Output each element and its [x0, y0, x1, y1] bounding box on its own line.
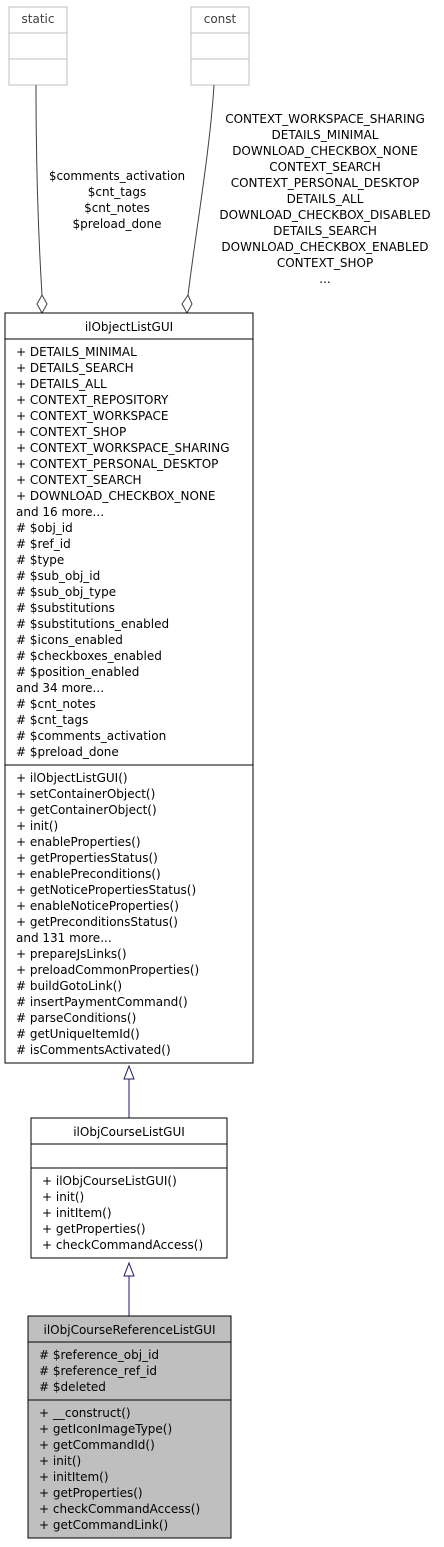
class-ilobjcourselistgui: ilObjCourseListGUI + ilObjCourseListGUI()… — [30, 1117, 228, 1259]
class-attribute: + CONTEXT_WORKSPACE_SHARING — [16, 441, 230, 455]
class-attribute: # $preload_done — [16, 745, 119, 759]
const-edge-label: DETAILS_MINIMAL — [272, 128, 379, 142]
class-method: # getUniqueItemId() — [16, 1027, 140, 1041]
class-attribute: # $cnt_notes — [16, 697, 96, 711]
static-edge-label: $cnt_tags — [88, 185, 146, 199]
inheritance-arrowhead-2 — [123, 1261, 135, 1277]
static-aggregation-edge — [35, 84, 48, 315]
class-method: + checkCommandAccess() — [39, 1502, 200, 1516]
class-attribute: # $sub_obj_type — [16, 585, 116, 599]
class-method: + getNoticePropertiesStatus() — [16, 883, 196, 897]
class-ilobjectlistgui: ilObjectListGUI + DETAILS_MINIMAL + DETAIL… — [4, 312, 254, 1064]
class-attribute: # $icons_enabled — [16, 633, 123, 647]
class-method: # parseConditions() — [16, 1011, 136, 1025]
class-ilobjcoursereferencelistgui: ilObjCourseReferenceListGUI # $reference_… — [27, 1315, 232, 1539]
class-method: + getCommandId() — [39, 1438, 155, 1452]
class-attribute: # $position_enabled — [16, 665, 139, 679]
class-title: ilObjCourseReferenceListGUI — [44, 1323, 216, 1337]
class-method: and 131 more... — [16, 931, 112, 945]
const-edge-labels: CONTEXT_WORKSPACE_SHARING DETAILS_MINIMAL… — [219, 112, 430, 286]
const-box-title: const — [204, 12, 237, 26]
class-method: + __construct() — [39, 1406, 131, 1420]
aggregation-diamond-left — [36, 293, 48, 315]
class-method: + getContainerObject() — [16, 803, 157, 817]
class-attribute: # $checkboxes_enabled — [16, 649, 162, 663]
static-edge-label: $cnt_notes — [84, 201, 150, 215]
class-method: + initItem() — [39, 1470, 109, 1484]
class-method: # isCommentsActivated() — [16, 1043, 171, 1057]
class-box-frame — [30, 1117, 228, 1259]
class-method: + initItem() — [42, 1206, 112, 1220]
aggregation-diamond-right — [181, 293, 193, 315]
class-attribute: + CONTEXT_PERSONAL_DESKTOP — [16, 457, 218, 471]
static-box: static — [8, 6, 68, 86]
class-title: ilObjCourseListGUI — [73, 1125, 185, 1139]
class-attribute: and 16 more... — [16, 505, 104, 519]
const-edge-label: DOWNLOAD_CHECKBOX_ENABLED — [221, 240, 428, 254]
class-attribute: # $reference_obj_id — [39, 1348, 159, 1362]
class-attribute: # $obj_id — [16, 521, 73, 535]
inheritance-edge-2 — [123, 1261, 135, 1316]
class-method: + preloadCommonProperties() — [16, 963, 199, 977]
inheritance-edge-1 — [123, 1064, 135, 1118]
class-attribute: # $ref_id — [16, 537, 71, 551]
class-method: + enableNoticeProperties() — [16, 899, 179, 913]
const-box: const — [190, 6, 250, 86]
class-attribute: # $type — [16, 553, 64, 567]
class-method: + getCommandLink() — [39, 1518, 168, 1532]
class-attribute: # $cnt_tags — [16, 713, 88, 727]
static-edge-label: $preload_done — [73, 217, 162, 231]
const-edge-label: DOWNLOAD_CHECKBOX_NONE — [232, 144, 418, 158]
class-method: + prepareJsLinks() — [16, 947, 127, 961]
class-method: + enableProperties() — [16, 835, 141, 849]
static-edge-labels: $comments_activation $cnt_tags $cnt_notes $… — [49, 169, 185, 231]
const-aggregation-edge — [181, 84, 215, 315]
const-edge-label: CONTEXT_PERSONAL_DESKTOP — [231, 176, 420, 190]
class-method: + getProperties() — [42, 1222, 146, 1236]
const-edge-label: DETAILS_ALL — [287, 192, 364, 206]
const-edge-label: ... — [319, 272, 330, 286]
class-method: + getPropertiesStatus() — [16, 851, 158, 865]
class-attribute: + CONTEXT_SHOP — [16, 425, 126, 439]
class-box-frame — [27, 1315, 232, 1539]
class-attribute: # $reference_ref_id — [39, 1364, 157, 1378]
class-method: + ilObjectListGUI() — [16, 771, 128, 785]
class-method: + setContainerObject() — [16, 787, 155, 801]
class-method: # insertPaymentCommand() — [16, 995, 188, 1009]
inheritance-arrowhead-1 — [123, 1064, 135, 1080]
class-box-frame — [4, 312, 254, 1064]
class-attribute: # $substitutions_enabled — [16, 617, 169, 631]
class-method: + init() — [16, 819, 58, 833]
class-attribute: # $comments_activation — [16, 729, 166, 743]
class-attribute: + DETAILS_ALL — [16, 377, 107, 391]
class-method: + init() — [42, 1190, 84, 1204]
class-method: + getPreconditionsStatus() — [16, 915, 178, 929]
class-method: + init() — [39, 1454, 81, 1468]
class-attribute: # $sub_obj_id — [16, 569, 100, 583]
class-attribute: and 34 more... — [16, 681, 104, 695]
class-attribute: # $deleted — [39, 1380, 106, 1394]
class-attribute: + CONTEXT_WORKSPACE — [16, 409, 168, 423]
static-box-title: static — [22, 12, 55, 26]
class-attribute: + CONTEXT_REPOSITORY — [16, 393, 169, 407]
class-attribute: + DOWNLOAD_CHECKBOX_NONE — [16, 489, 215, 503]
const-edge-label: CONTEXT_WORKSPACE_SHARING — [225, 112, 425, 126]
class-method: + getProperties() — [39, 1486, 143, 1500]
class-method: + enablePreconditions() — [16, 867, 161, 881]
const-edge-label: DOWNLOAD_CHECKBOX_DISABLED — [219, 208, 430, 222]
const-edge-label: DETAILS_SEARCH — [273, 224, 377, 238]
class-attribute: + DETAILS_SEARCH — [16, 361, 134, 375]
class-attribute: + DETAILS_MINIMAL — [16, 345, 137, 359]
class-method: + getIconImageType() — [39, 1422, 172, 1436]
class-method: + checkCommandAccess() — [42, 1238, 203, 1252]
const-edge-label: CONTEXT_SHOP — [277, 256, 373, 270]
class-method: # buildGotoLink() — [16, 979, 122, 993]
class-attribute: # $substitutions — [16, 601, 115, 615]
const-edge-label: CONTEXT_SEARCH — [269, 160, 381, 174]
class-attribute: + CONTEXT_SEARCH — [16, 473, 141, 487]
class-method: + ilObjCourseListGUI() — [42, 1174, 177, 1188]
class-title: ilObjectListGUI — [85, 320, 173, 334]
static-edge-label: $comments_activation — [49, 169, 185, 183]
